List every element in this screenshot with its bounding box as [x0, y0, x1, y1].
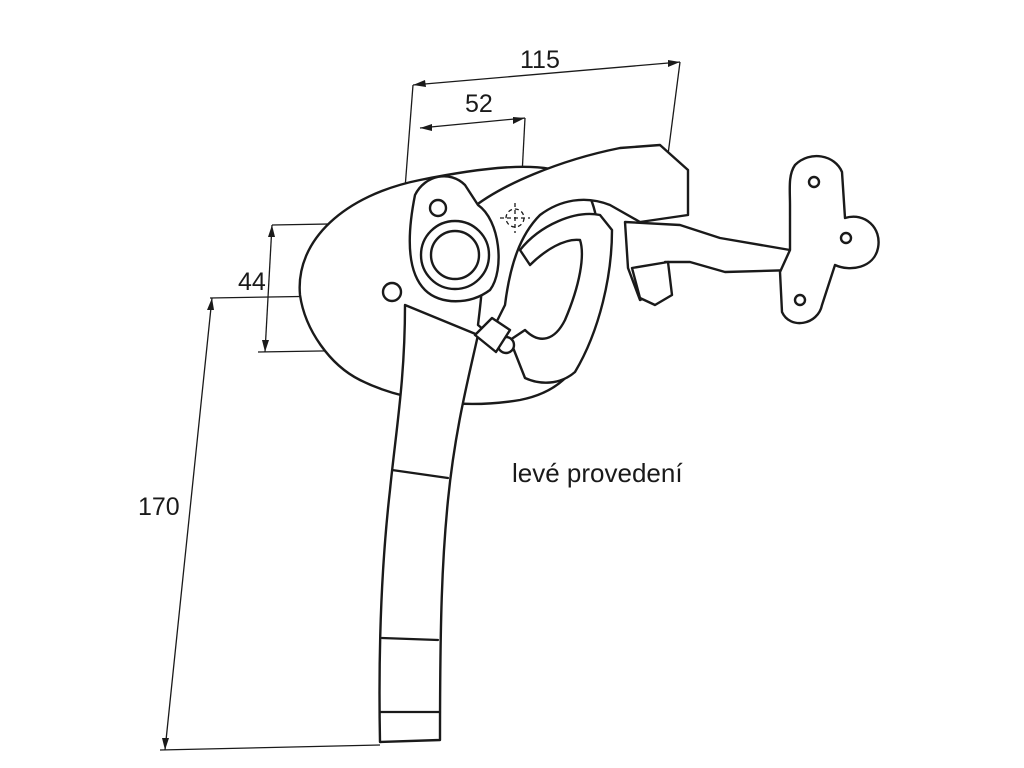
cam-profile	[508, 212, 614, 384]
mount-hole-bottom	[793, 293, 807, 307]
base-hole-left	[381, 281, 403, 303]
handle-tab	[473, 316, 512, 354]
dim-label-44: 44	[238, 268, 266, 296]
upper-hook-arm	[468, 143, 690, 337]
dim-label-170: 170	[138, 493, 180, 521]
caption-left-version: levé provedení	[512, 458, 683, 488]
mount-hole-right	[839, 231, 853, 245]
dim-label-52: 52	[465, 90, 493, 118]
handle-lever	[378, 303, 480, 744]
pin	[630, 260, 674, 307]
dimension-115: 115	[396, 46, 681, 293]
pivot-ring-inner	[429, 229, 481, 281]
boss-hole	[428, 198, 448, 218]
handle-seam-1	[390, 468, 450, 480]
handle-seam-2	[380, 636, 440, 642]
cross-mount-plate	[778, 154, 880, 325]
mount-hole-top	[807, 175, 821, 189]
dim-label-115: 115	[520, 46, 560, 74]
